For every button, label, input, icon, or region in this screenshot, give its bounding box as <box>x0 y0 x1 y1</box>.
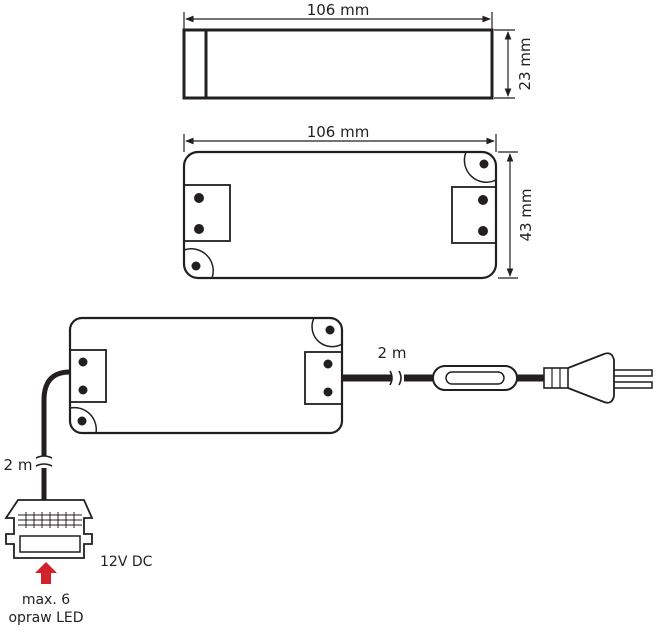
top-view-height-dimension: 43 mm <box>498 151 535 279</box>
output-terminal-block <box>69 349 107 403</box>
side-view-height-label: 23 mm <box>516 37 534 90</box>
output-voltage-label: 12V DC <box>100 554 153 570</box>
output-cable: 2 m <box>4 369 71 500</box>
wiring-view: 2 m 2 m <box>4 316 653 626</box>
mains-plug <box>543 352 653 404</box>
mains-cable-length-label: 2 m <box>378 344 407 362</box>
top-view: 106 mm 43 mm <box>182 123 535 280</box>
side-view-height-dimension: 23 mm <box>494 29 534 99</box>
side-view-width-label: 106 mm <box>307 1 370 19</box>
mounting-hole-top-right <box>479 159 489 169</box>
fixture-arrow-icon <box>35 562 57 584</box>
terminal-block-left <box>183 184 231 242</box>
driver-side-body <box>182 28 494 100</box>
mounting-hole-bottom-left <box>191 261 201 271</box>
led-distribution-box <box>4 499 94 559</box>
driver-wiring-body <box>68 316 344 435</box>
terminal-block-right <box>451 186 497 244</box>
mains-cable: 2 m <box>342 344 653 404</box>
max-fixtures-label-line2: opraw LED <box>8 610 83 626</box>
side-view: 106 mm 23 mm <box>182 1 534 100</box>
top-view-width-label: 106 mm <box>307 123 370 141</box>
top-view-width-dimension: 106 mm <box>183 123 497 152</box>
side-view-width-dimension: 106 mm <box>183 1 493 30</box>
inline-switch <box>432 365 518 391</box>
output-cable-length-label: 2 m <box>4 456 33 474</box>
top-view-height-label: 43 mm <box>517 188 535 241</box>
max-fixtures-label-line1: max. 6 <box>22 592 70 608</box>
driver-top-body <box>182 150 498 280</box>
input-terminal-block <box>304 351 343 405</box>
